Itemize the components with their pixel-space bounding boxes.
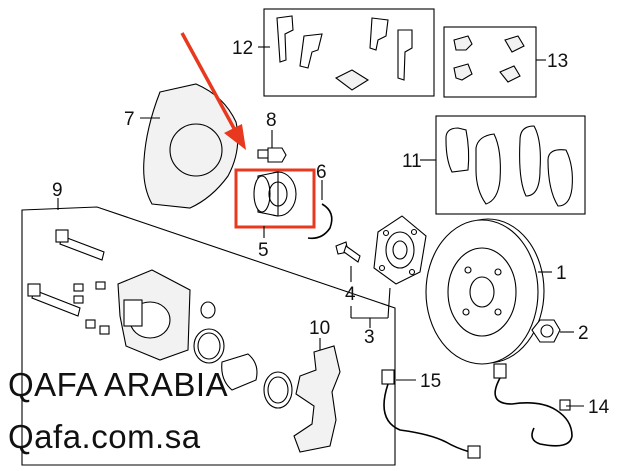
callout-15: 15 <box>420 371 441 392</box>
callout-12: 12 <box>232 38 253 59</box>
callout-3: 3 <box>364 327 375 348</box>
callout-7: 7 <box>124 109 135 130</box>
group-box-9 <box>21 206 396 466</box>
callout-11: 11 <box>402 151 422 172</box>
callout-1: 1 <box>556 263 567 284</box>
highlight-arrow <box>180 32 246 150</box>
leader-lines <box>57 46 584 407</box>
callout-8: 8 <box>266 110 277 131</box>
caliper-9 <box>27 229 293 409</box>
watermark-website: Qafa.com.sa <box>8 418 201 455</box>
watermark-brand: QAFA ARABIA <box>8 366 229 403</box>
pad-clips-13 <box>453 35 525 83</box>
snap-ring-6 <box>307 203 333 240</box>
abs-sensor-14 <box>493 363 573 447</box>
callout-4: 4 <box>345 284 356 305</box>
brake-disc-1 <box>425 218 545 365</box>
bolt-8 <box>257 147 287 163</box>
hub-bolt-4 <box>335 241 361 263</box>
splash-shield-hole <box>169 123 223 177</box>
hub-3 <box>373 215 427 285</box>
callout-6: 6 <box>316 162 327 183</box>
hub-nut-2 <box>531 319 561 343</box>
splash-shield-7 <box>143 83 239 209</box>
callout-9: 9 <box>52 180 63 201</box>
group-box-13 <box>443 26 537 98</box>
brake-pads-11 <box>445 125 573 207</box>
group-box-12 <box>263 8 435 97</box>
highlight-box <box>234 168 316 229</box>
callout-10: 10 <box>309 318 330 339</box>
caliper-bracket-10 <box>293 345 341 453</box>
callout-5: 5 <box>258 240 269 261</box>
callout-14: 14 <box>588 397 610 418</box>
callout-2: 2 <box>578 323 589 344</box>
group-box-11 <box>435 115 586 215</box>
callout-13: 13 <box>547 51 568 72</box>
hub-bearing-5 <box>253 171 297 217</box>
shim-kit-12 <box>276 15 413 91</box>
abs-sensor-15 <box>381 369 481 459</box>
